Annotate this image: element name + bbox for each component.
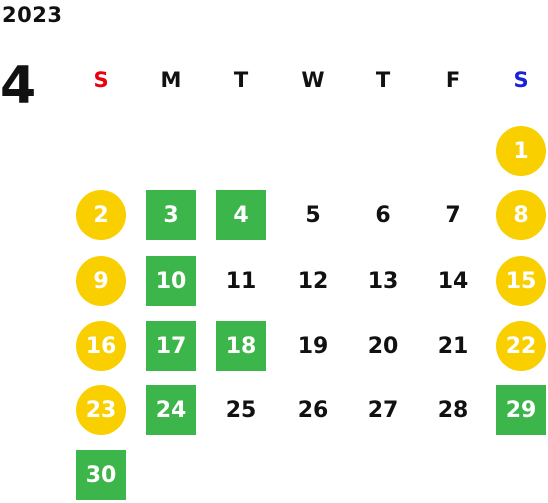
day-cell[interactable]: 5	[305, 202, 321, 228]
day-cell[interactable]: 10	[146, 256, 196, 306]
day-cell[interactable]: 24	[146, 385, 196, 435]
day-cell[interactable]: 6	[375, 202, 391, 228]
day-cell[interactable]: 28	[437, 397, 469, 423]
weekday-header: S	[93, 68, 109, 92]
weekday-header: S	[513, 68, 529, 92]
day-cell[interactable]: 8	[496, 190, 546, 240]
day-cell[interactable]: 23	[76, 385, 126, 435]
day-cell[interactable]: 27	[367, 397, 399, 423]
day-cell[interactable]: 20	[367, 333, 399, 359]
day-cell[interactable]: 3	[146, 190, 196, 240]
day-cell[interactable]: 18	[216, 321, 266, 371]
day-cell[interactable]: 25	[225, 397, 257, 423]
day-cell[interactable]: 19	[297, 333, 329, 359]
day-cell[interactable]: 4	[216, 190, 266, 240]
day-cell[interactable]: 1	[496, 126, 546, 176]
day-cell[interactable]: 11	[225, 268, 257, 294]
day-cell[interactable]: 22	[496, 321, 546, 371]
day-cell[interactable]: 7	[445, 202, 461, 228]
weekday-header: M	[160, 68, 182, 92]
day-cell[interactable]: 9	[76, 256, 126, 306]
weekday-header: F	[445, 68, 461, 92]
weekday-header: W	[301, 68, 325, 92]
day-cell[interactable]: 21	[437, 333, 469, 359]
day-cell[interactable]: 13	[367, 268, 399, 294]
day-cell[interactable]: 2	[76, 190, 126, 240]
day-cell[interactable]: 16	[76, 321, 126, 371]
month-label: 4	[0, 56, 37, 116]
day-cell[interactable]: 12	[297, 268, 329, 294]
day-cell[interactable]: 15	[496, 256, 546, 306]
day-cell[interactable]: 30	[76, 450, 126, 500]
day-cell[interactable]: 17	[146, 321, 196, 371]
year-label: 2023	[2, 3, 63, 27]
weekday-header: T	[233, 68, 249, 92]
day-cell[interactable]: 14	[437, 268, 469, 294]
weekday-header: T	[375, 68, 391, 92]
day-cell[interactable]: 26	[297, 397, 329, 423]
day-cell[interactable]: 29	[496, 385, 546, 435]
